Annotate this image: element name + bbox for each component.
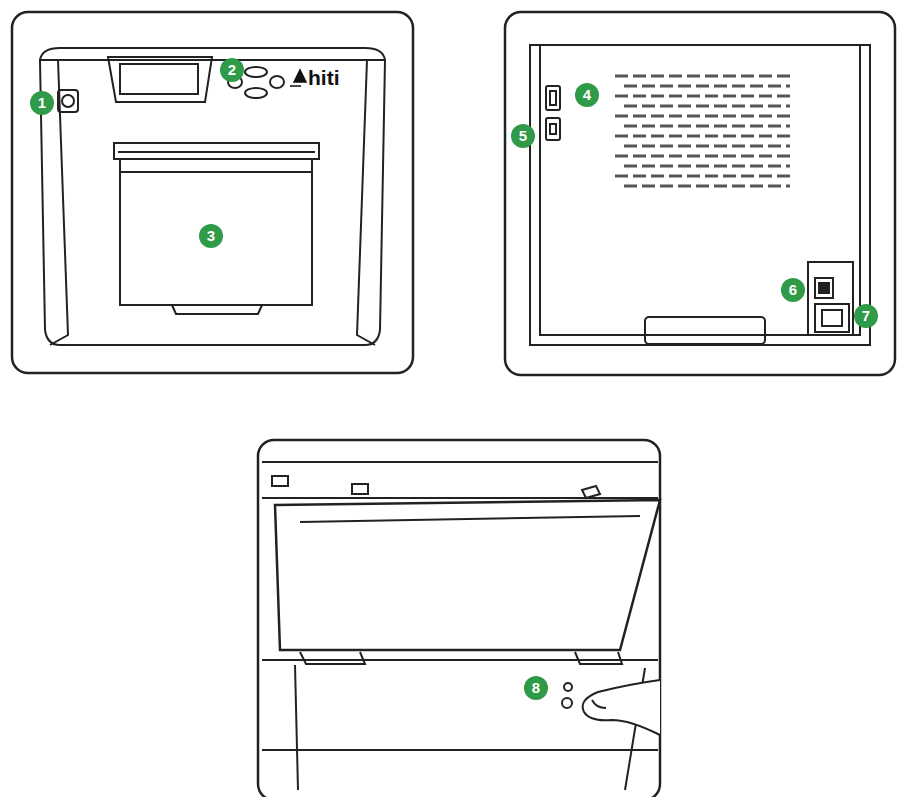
panel-frame	[258, 440, 660, 797]
panel-frame	[12, 12, 413, 373]
vent-slots	[615, 76, 790, 186]
callout-number: 6	[781, 278, 805, 302]
printer-front	[40, 48, 385, 345]
callout-number: 4	[575, 83, 599, 107]
callout-number: 2	[220, 58, 244, 82]
callout-number: 8	[524, 676, 548, 700]
callout-number: 1	[30, 91, 54, 115]
panel-frame	[505, 12, 895, 375]
printer-rear	[530, 45, 870, 345]
printer-interior	[262, 462, 660, 790]
logo-mark	[290, 70, 306, 86]
brand-logo: hiti	[308, 66, 340, 90]
callout-number: 5	[511, 124, 535, 148]
callout-number: 3	[199, 224, 223, 248]
callout-number: 7	[854, 304, 878, 328]
